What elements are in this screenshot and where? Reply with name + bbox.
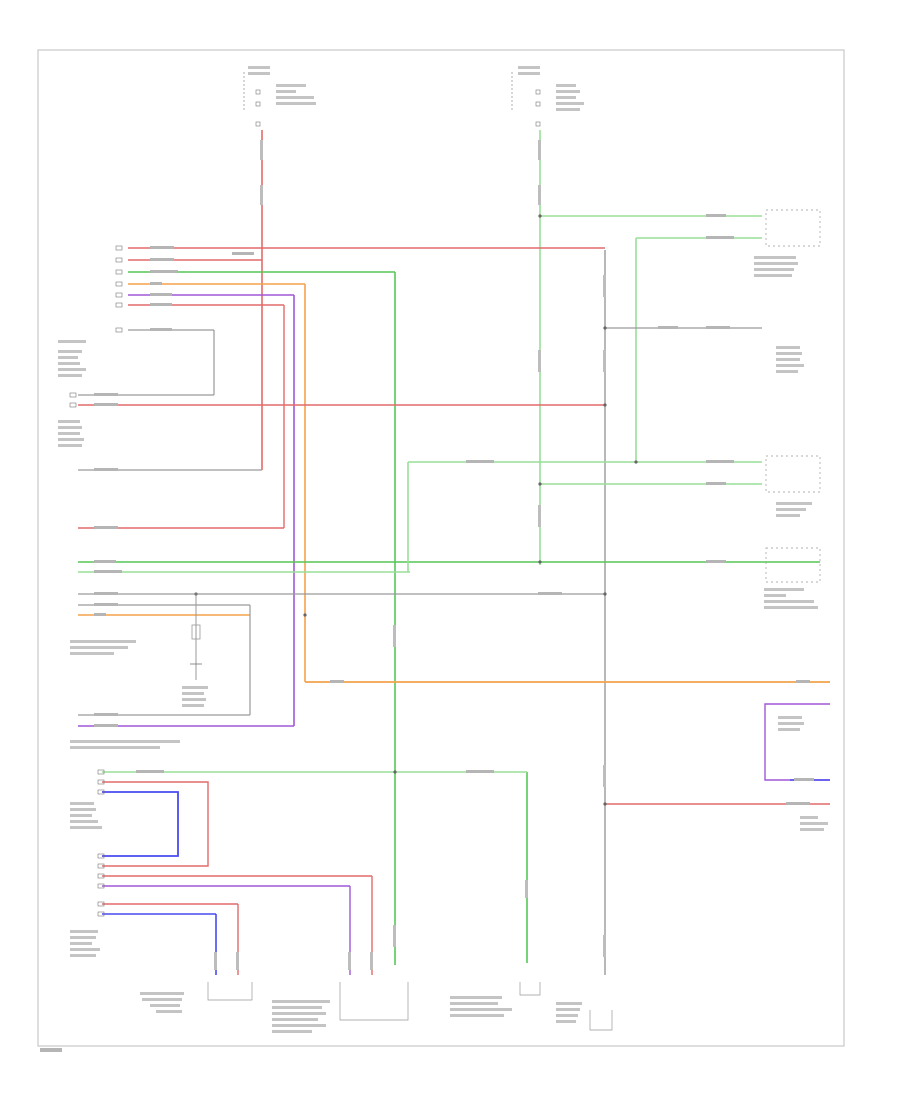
connector-box-right-2 (765, 455, 821, 493)
corner-code-mark (40, 1048, 62, 1052)
bottom-connector-mid (339, 982, 409, 1021)
bottom-connector-left (207, 982, 253, 1001)
wire-tick-labels (94, 214, 814, 805)
left-connector-pins (69, 245, 123, 917)
vertical-tick-labels (214, 140, 606, 970)
diagram-frame (37, 49, 845, 1047)
top-right-fuse-connector (511, 72, 541, 127)
component-labels (58, 66, 828, 1033)
wire-red-lower-loop (102, 781, 209, 867)
wire-blue-lower-loop (102, 791, 179, 857)
bottom-connector-far (589, 1010, 613, 1031)
connector-box-right-1 (765, 209, 821, 247)
bottom-connector-right (519, 982, 541, 996)
top-left-fuse-connector (243, 72, 261, 127)
connector-box-right-3 (765, 547, 821, 583)
splice-points (303, 214, 638, 806)
wire-purple-loop-right (764, 703, 830, 781)
